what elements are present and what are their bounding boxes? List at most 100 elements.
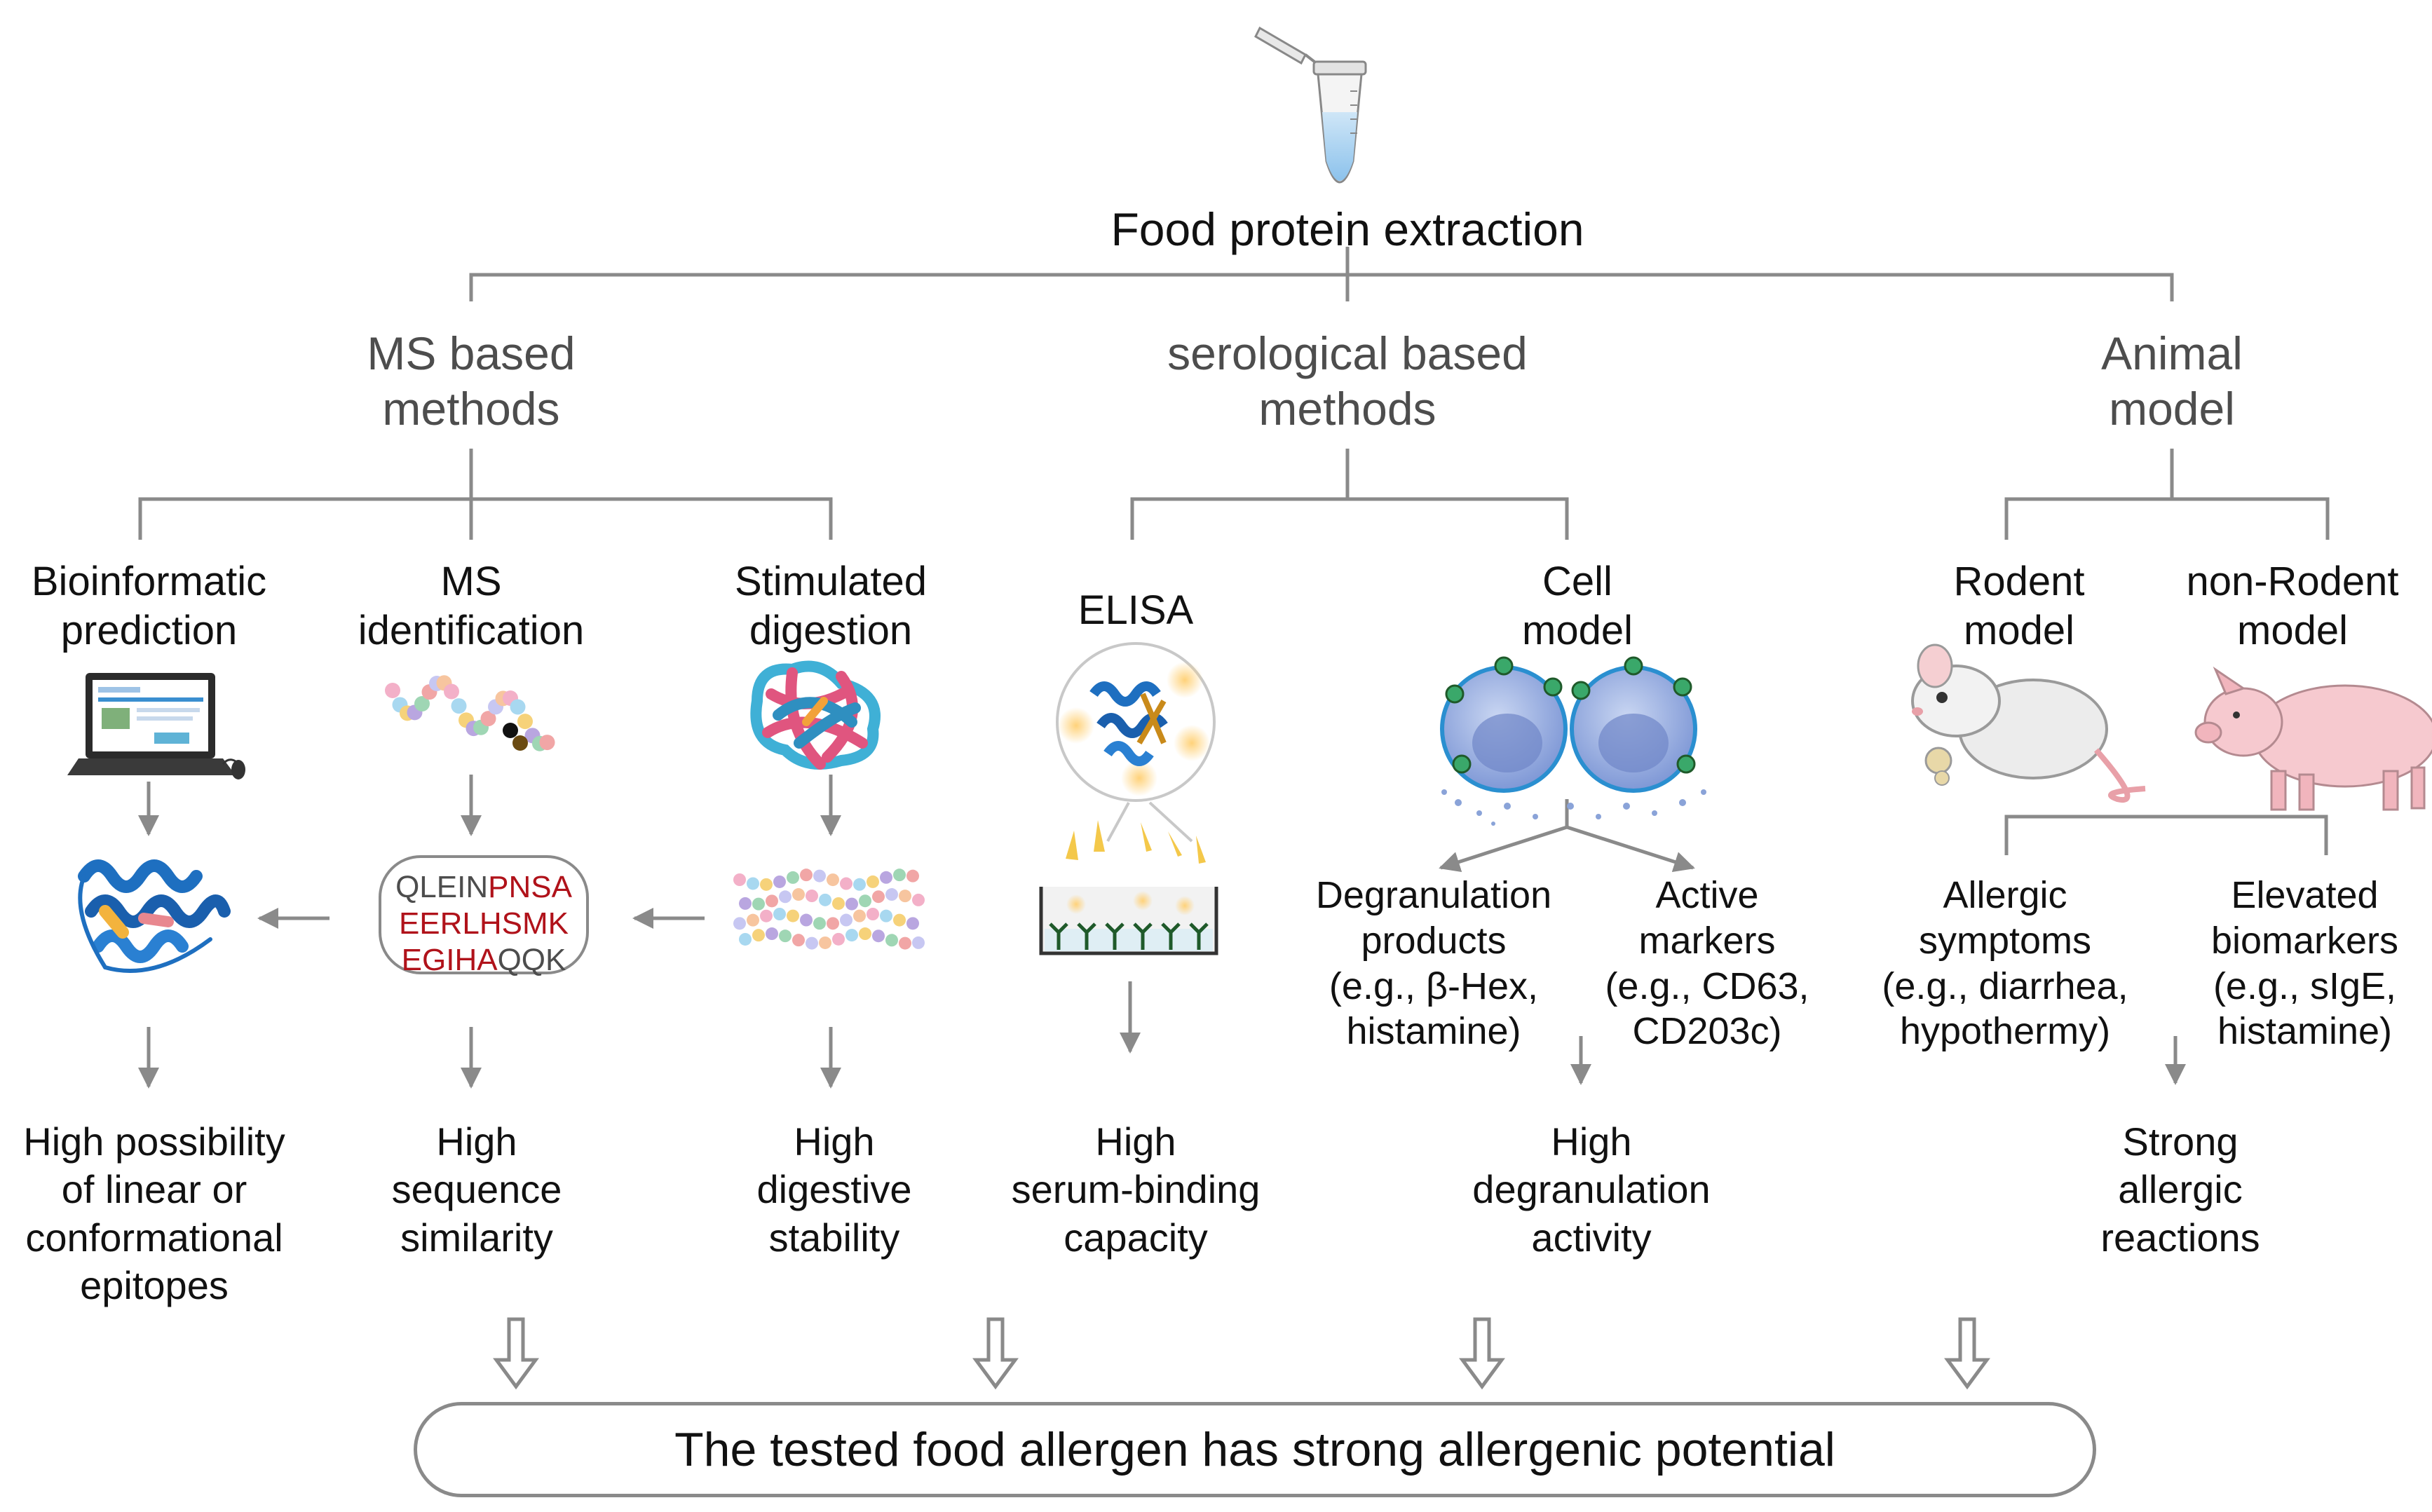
result-digestive-stability: High digestive stability [756, 1119, 912, 1260]
result-degranulation-activity: High degranulation activity [1472, 1119, 1711, 1260]
bead [845, 897, 858, 911]
bead [912, 893, 925, 906]
bead [733, 917, 746, 930]
bead [385, 683, 400, 698]
bead [800, 913, 813, 927]
category-serological: serological based methods [1167, 327, 1528, 435]
hollow-arrows [493, 1317, 1990, 1390]
sub-degranulation-products: Degranulation products (e.g., β-Hex, his… [1315, 874, 1552, 1053]
tube-icon [1254, 26, 1367, 184]
sub-active-markers: Active markers (e.g., CD63, CD203c) [1605, 874, 1809, 1053]
bead [867, 908, 879, 921]
bead [539, 735, 555, 751]
result-serum-binding: High serum-binding capacity [1011, 1119, 1261, 1260]
bead [512, 735, 528, 751]
method-cell-model: Cell model [1522, 559, 1633, 653]
sequence-box: QLEINPNSA EERLHSMK EGIHAQQK [379, 855, 589, 977]
bead [880, 909, 892, 922]
bead [872, 929, 885, 943]
bead [880, 871, 892, 884]
bead [832, 897, 845, 910]
method-stimulated-digestion: Stimulated digestion [734, 559, 928, 653]
bead [739, 932, 752, 946]
bead [813, 869, 826, 883]
bead [806, 937, 818, 950]
bead [733, 873, 746, 886]
category-animal: Animal model [2101, 327, 2243, 435]
bead [787, 871, 799, 884]
elisa-protein-icon [1056, 642, 1216, 843]
category-ms: MS based methods [367, 327, 576, 435]
mast-cells-icon [1440, 656, 1706, 826]
bead [747, 877, 759, 890]
bead [827, 873, 839, 887]
bead [819, 936, 831, 949]
seq-line1-black: QLEIN [395, 870, 489, 904]
bead [893, 869, 906, 882]
result-allergic-reactions: Strong allergic reactions [2100, 1119, 2260, 1260]
bead [885, 888, 898, 901]
bead [859, 927, 871, 941]
bead [779, 929, 792, 943]
peptide-chain-icon [385, 675, 555, 751]
bead [806, 890, 818, 903]
sub-allergic-symptoms: Allergic symptoms (e.g., diarrhea, hypot… [1882, 874, 2128, 1053]
tangled-protein-icon [750, 660, 881, 770]
bead [766, 894, 778, 908]
bead [510, 699, 526, 715]
conclusion-box: The tested food allergen has strong alle… [414, 1402, 2096, 1497]
bead [840, 913, 852, 927]
bead [787, 909, 799, 922]
sub-elevated-biomarkers: Elevated biomarkers (e.g., sIgE, histami… [2210, 874, 2399, 1053]
bead [480, 711, 496, 727]
protein-structure-icon [78, 859, 231, 973]
bead [517, 714, 533, 730]
bead [760, 878, 773, 891]
hollow-arrow-2 [972, 1317, 1019, 1390]
hollow-arrow-1 [493, 1317, 539, 1390]
bead [840, 877, 852, 890]
bead [893, 913, 906, 927]
bead [792, 888, 805, 901]
bead [827, 917, 839, 930]
bead [899, 937, 911, 950]
bead [773, 908, 786, 921]
method-ms-identification: MS identification [358, 559, 585, 653]
laptop-icon [67, 673, 245, 779]
bead [760, 909, 773, 922]
bead [906, 917, 919, 930]
fragmented-peptides-icon [733, 869, 925, 950]
bead [813, 917, 826, 930]
bead [885, 934, 898, 947]
pig-icon [2194, 666, 2432, 811]
method-bioinformatic: Bioinformatic prediction [31, 559, 267, 653]
bead [912, 936, 925, 949]
seq-line2-red: EERLHSMK [398, 906, 569, 941]
bead [752, 929, 765, 942]
bead [819, 893, 831, 906]
bead [853, 909, 866, 922]
elisa-well-icon [1039, 820, 1218, 955]
bead [451, 698, 467, 714]
result-sequence-similarity: High sequence similarity [391, 1119, 562, 1260]
bead [792, 934, 805, 947]
bead [414, 695, 430, 711]
bead [739, 897, 752, 910]
tree-connectors [138, 247, 2330, 855]
method-non-rodent: non-Rodent model [2186, 559, 2399, 653]
bead [859, 894, 871, 908]
hollow-arrow-4 [1944, 1317, 1990, 1390]
bead [845, 929, 858, 942]
flow-arrows [138, 775, 2186, 1089]
bead [444, 683, 459, 700]
bead [853, 878, 866, 891]
bead [747, 913, 759, 927]
bead [872, 890, 885, 904]
bead [800, 869, 813, 882]
mouse-icon [1911, 643, 2146, 803]
bead [867, 875, 879, 888]
bead [906, 869, 919, 883]
bead [779, 890, 792, 904]
seq-line3-red: EGIHA [401, 943, 498, 977]
